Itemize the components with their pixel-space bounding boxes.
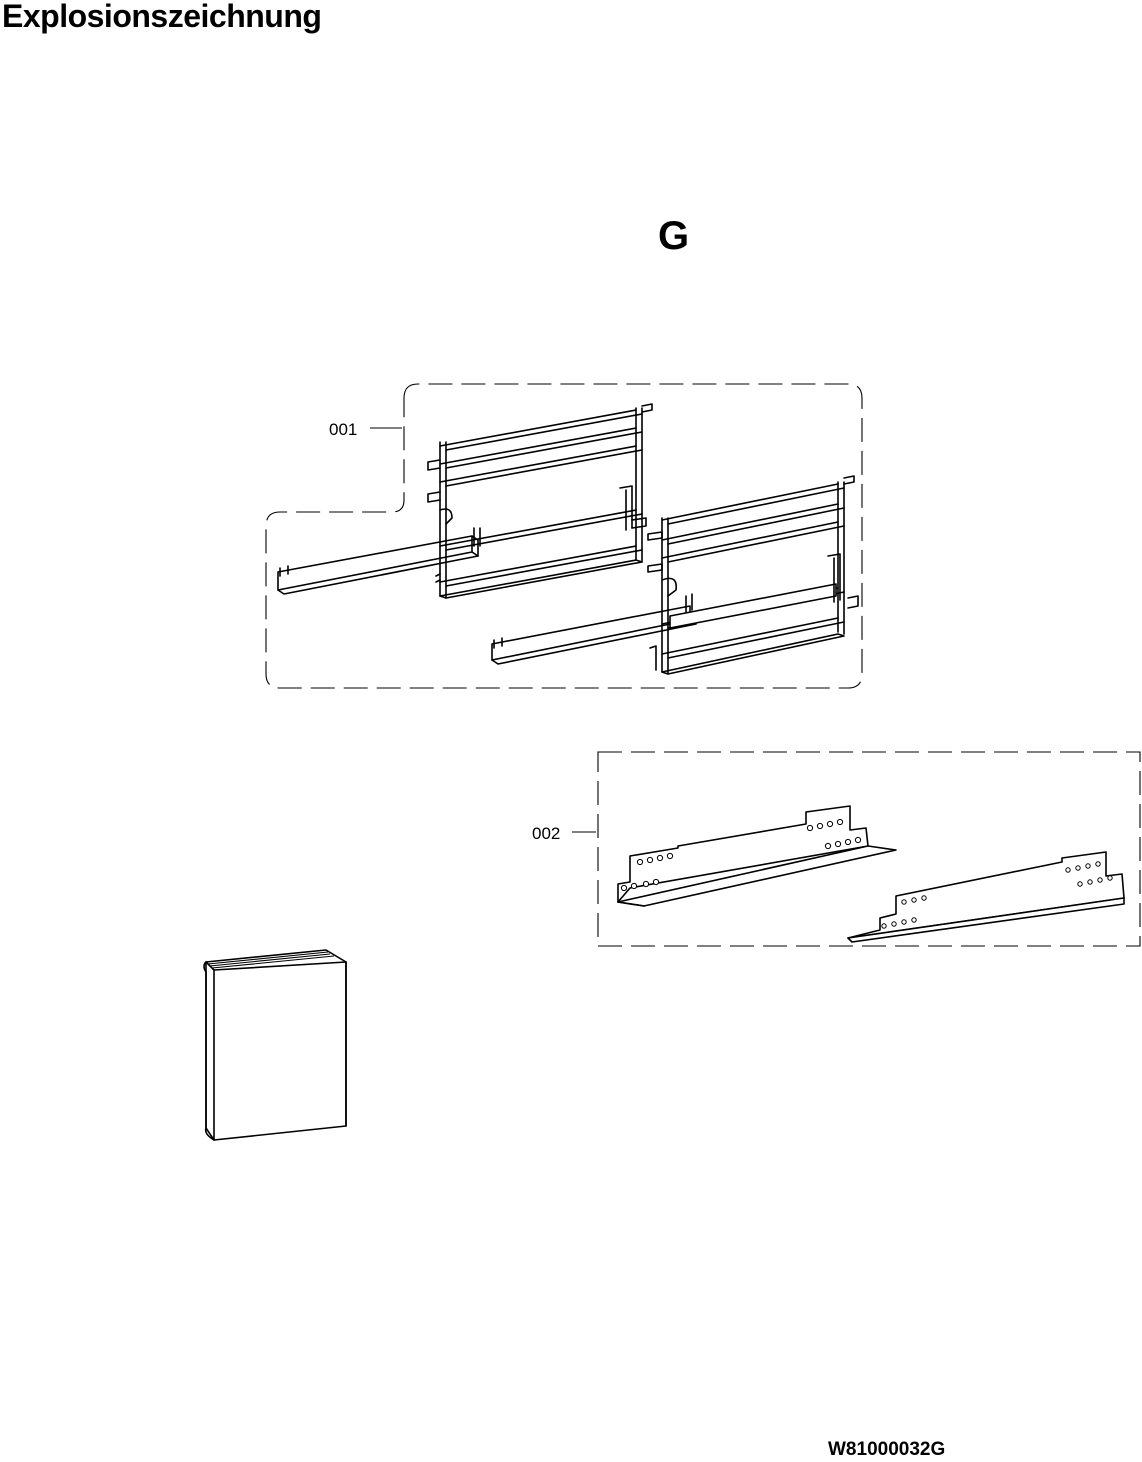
part-002-boundary <box>597 751 1141 947</box>
part-callout-001: 001 <box>329 420 358 439</box>
oven-rack-rails-icon <box>491 475 859 675</box>
mounting-bracket-icon <box>617 805 1125 943</box>
drawing-code: W81000032G <box>828 1439 946 1460</box>
section-letter: G <box>658 214 690 258</box>
part-001-boundary <box>265 383 863 689</box>
manual-book-icon <box>203 949 347 1141</box>
page-title: Explosionszeichnung <box>2 0 322 34</box>
part-callout-002: 002 <box>532 824 561 843</box>
oven-rack-rails-icon <box>277 403 653 599</box>
